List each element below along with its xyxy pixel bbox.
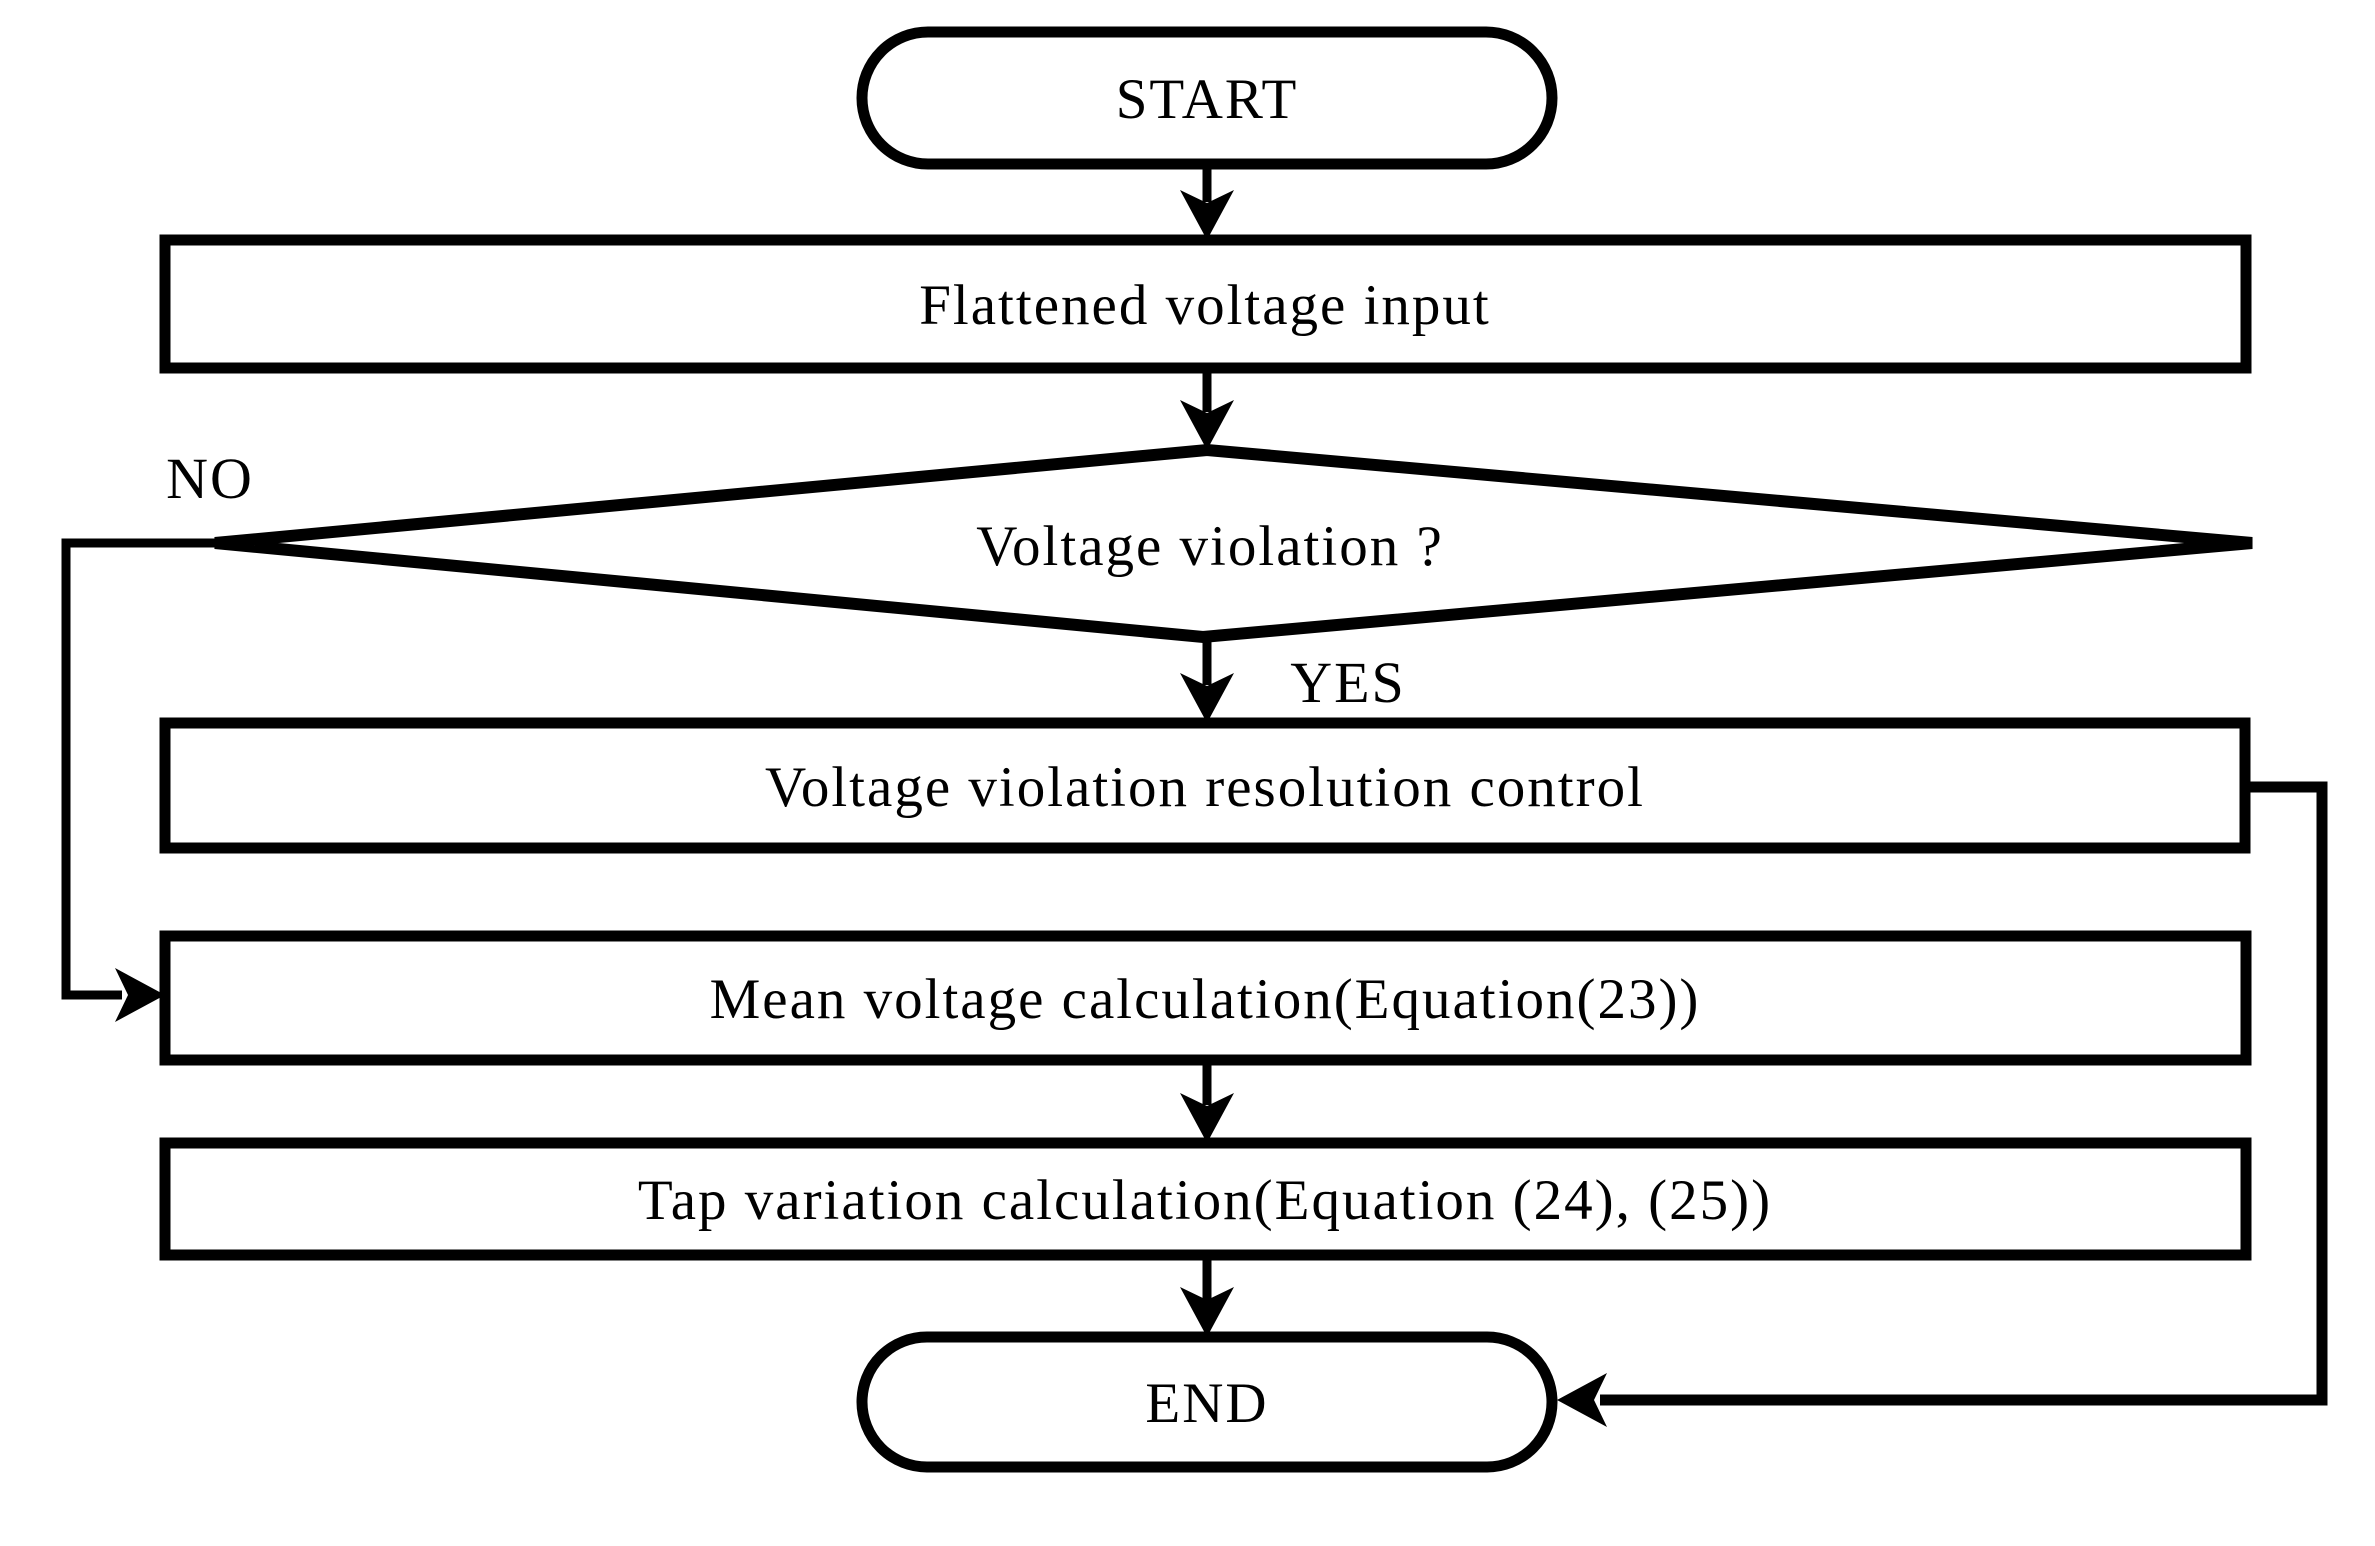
branch-yes-label: YES bbox=[1290, 650, 1406, 715]
arrowhead-tap-to-end bbox=[1180, 1287, 1234, 1337]
node-end bbox=[856, 1331, 1558, 1473]
arrowhead-no-to-mean bbox=[115, 968, 165, 1022]
node-tap-label: Tap variation calculation(Equation (24),… bbox=[638, 1169, 1772, 1232]
branch-no-label: NO bbox=[166, 446, 254, 511]
node-resolution-label: Voltage violation resolution control bbox=[765, 756, 1645, 819]
edge-resolution-to-end bbox=[1600, 781, 2328, 1406]
node-end-label: END bbox=[1145, 1372, 1268, 1435]
arrowhead-mean-to-tap bbox=[1180, 1093, 1234, 1143]
arrowhead-yes-to-resolution bbox=[1180, 673, 1234, 723]
node-resolution bbox=[159, 717, 2251, 854]
node-decision-label: Voltage violation ? bbox=[976, 515, 1444, 578]
node-tap bbox=[159, 1137, 2252, 1261]
arrowhead-start-to-input bbox=[1180, 190, 1234, 240]
node-input-label: Flattened voltage input bbox=[919, 274, 1491, 337]
node-mean-label: Mean voltage calculation(Equation(23)) bbox=[710, 968, 1701, 1031]
edge-decision-no-to-mean bbox=[61, 538, 215, 1000]
node-input bbox=[159, 234, 2252, 374]
arrowhead-input-to-decision bbox=[1180, 400, 1234, 450]
arrowhead-resolution-to-end bbox=[1557, 1373, 1607, 1427]
node-start-label: START bbox=[1116, 68, 1299, 131]
